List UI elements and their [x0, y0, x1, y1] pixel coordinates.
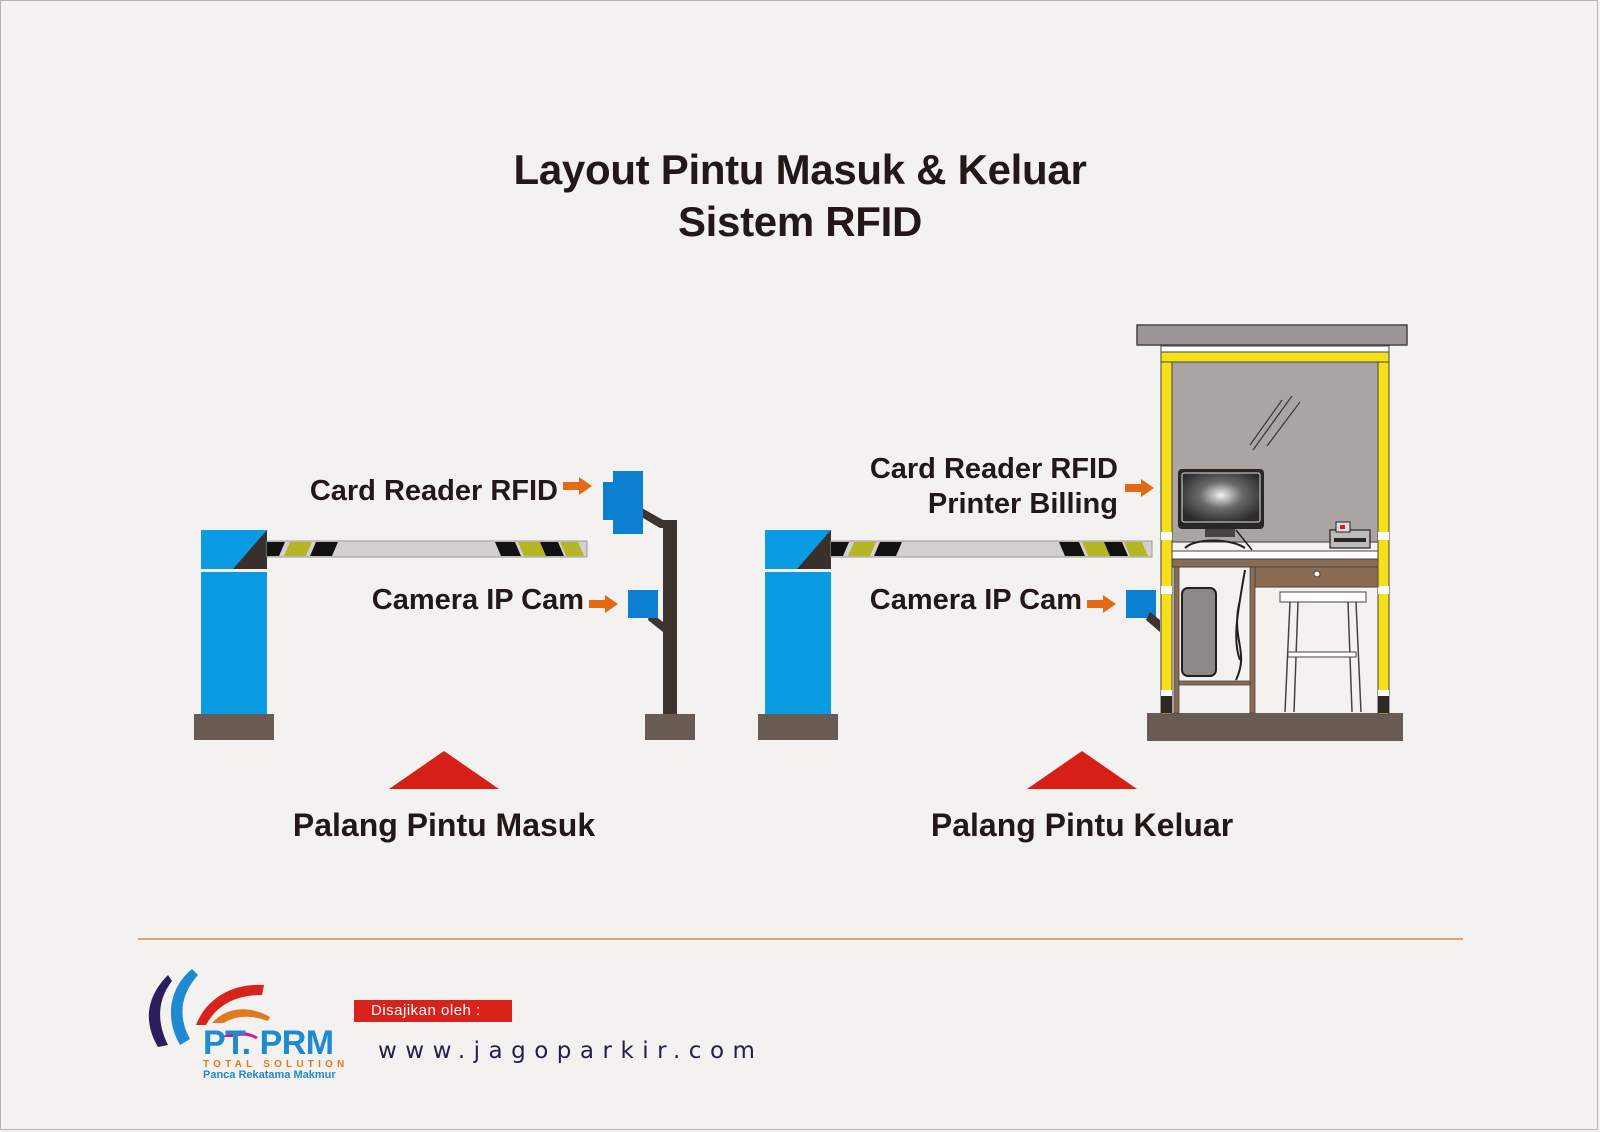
entry-camera-device	[628, 590, 658, 618]
entry-card-reader-device	[603, 482, 615, 520]
company-logo-tagline: TOTAL SOLUTION	[203, 1059, 349, 1070]
title-line-1: Layout Pintu Masuk & Keluar	[513, 146, 1087, 193]
booth-monitor	[1178, 469, 1264, 551]
exit-barrier-gate	[758, 530, 1160, 740]
exit-barrier-cabinet-body	[765, 572, 831, 714]
entry-card-reader-device-body	[613, 471, 643, 534]
arrow-right-icon	[563, 477, 592, 495]
entry-gate-caption: Palang Pintu Masuk	[292, 807, 596, 843]
entry-barrier-cabinet-body	[201, 572, 267, 714]
booth-roof	[1136, 324, 1408, 346]
footer-divider	[138, 938, 1463, 940]
title-line-2: Sistem RFID	[677, 198, 923, 245]
booth-base	[1147, 713, 1403, 741]
company-logo-fullname: Panca Rekatama Makmur	[203, 1069, 336, 1081]
booth-printer	[1329, 521, 1371, 549]
entry-card-reader-label: Card Reader RFID	[309, 475, 558, 507]
presented-by-badge: Disajikan oleh :	[354, 1000, 512, 1022]
entry-barrier-hinge	[233, 530, 267, 569]
exit-gate-caption: Palang Pintu Keluar	[930, 807, 1234, 843]
booth-desk-frame	[1171, 558, 1379, 568]
arrow-right-icon	[589, 595, 618, 613]
exit-barrier-base	[758, 714, 838, 740]
exit-camera-bracket	[1146, 612, 1160, 632]
exit-camera-label: Camera IP Cam	[869, 584, 1082, 616]
arrow-right-icon	[1087, 595, 1116, 613]
entry-post-base	[645, 714, 695, 740]
booth-top-frame	[1160, 351, 1390, 363]
exit-barrier-hinge	[797, 530, 831, 569]
website-link[interactable]: www.jagoparkir.com	[378, 1038, 764, 1064]
booth-pillar-left	[1160, 345, 1173, 715]
arrow-right-icon	[1125, 479, 1154, 497]
entry-arrow-icons	[563, 477, 618, 613]
entry-card-reader-post	[603, 471, 695, 740]
exit-printer-label: Printer Billing	[927, 488, 1118, 520]
entry-post-upper-bracket	[638, 507, 677, 528]
entry-post-pole	[663, 520, 677, 716]
entry-camera-label: Camera IP Cam	[371, 584, 584, 616]
company-logo-name: PT. PRM	[203, 1024, 334, 1062]
booth-desk-top	[1171, 550, 1379, 560]
exit-triangle-up-icon	[1027, 751, 1137, 789]
entry-barrier-gate	[194, 530, 588, 740]
exit-barrier-arm	[830, 540, 1153, 558]
booth-pillar-right	[1377, 345, 1390, 715]
entry-barrier-base	[194, 714, 274, 740]
exit-arrow-icons	[1087, 479, 1154, 613]
entry-barrier-arm	[266, 540, 588, 558]
parking-booth	[1136, 324, 1408, 741]
exit-card-reader-label: Card Reader RFID	[869, 453, 1118, 485]
booth-computer-tower	[1181, 587, 1217, 677]
entry-triangle-up-icon	[389, 751, 499, 789]
booth-top-beam	[1160, 345, 1390, 353]
booth-stool-seat	[1279, 591, 1367, 603]
company-logo-mark	[148, 969, 270, 1047]
